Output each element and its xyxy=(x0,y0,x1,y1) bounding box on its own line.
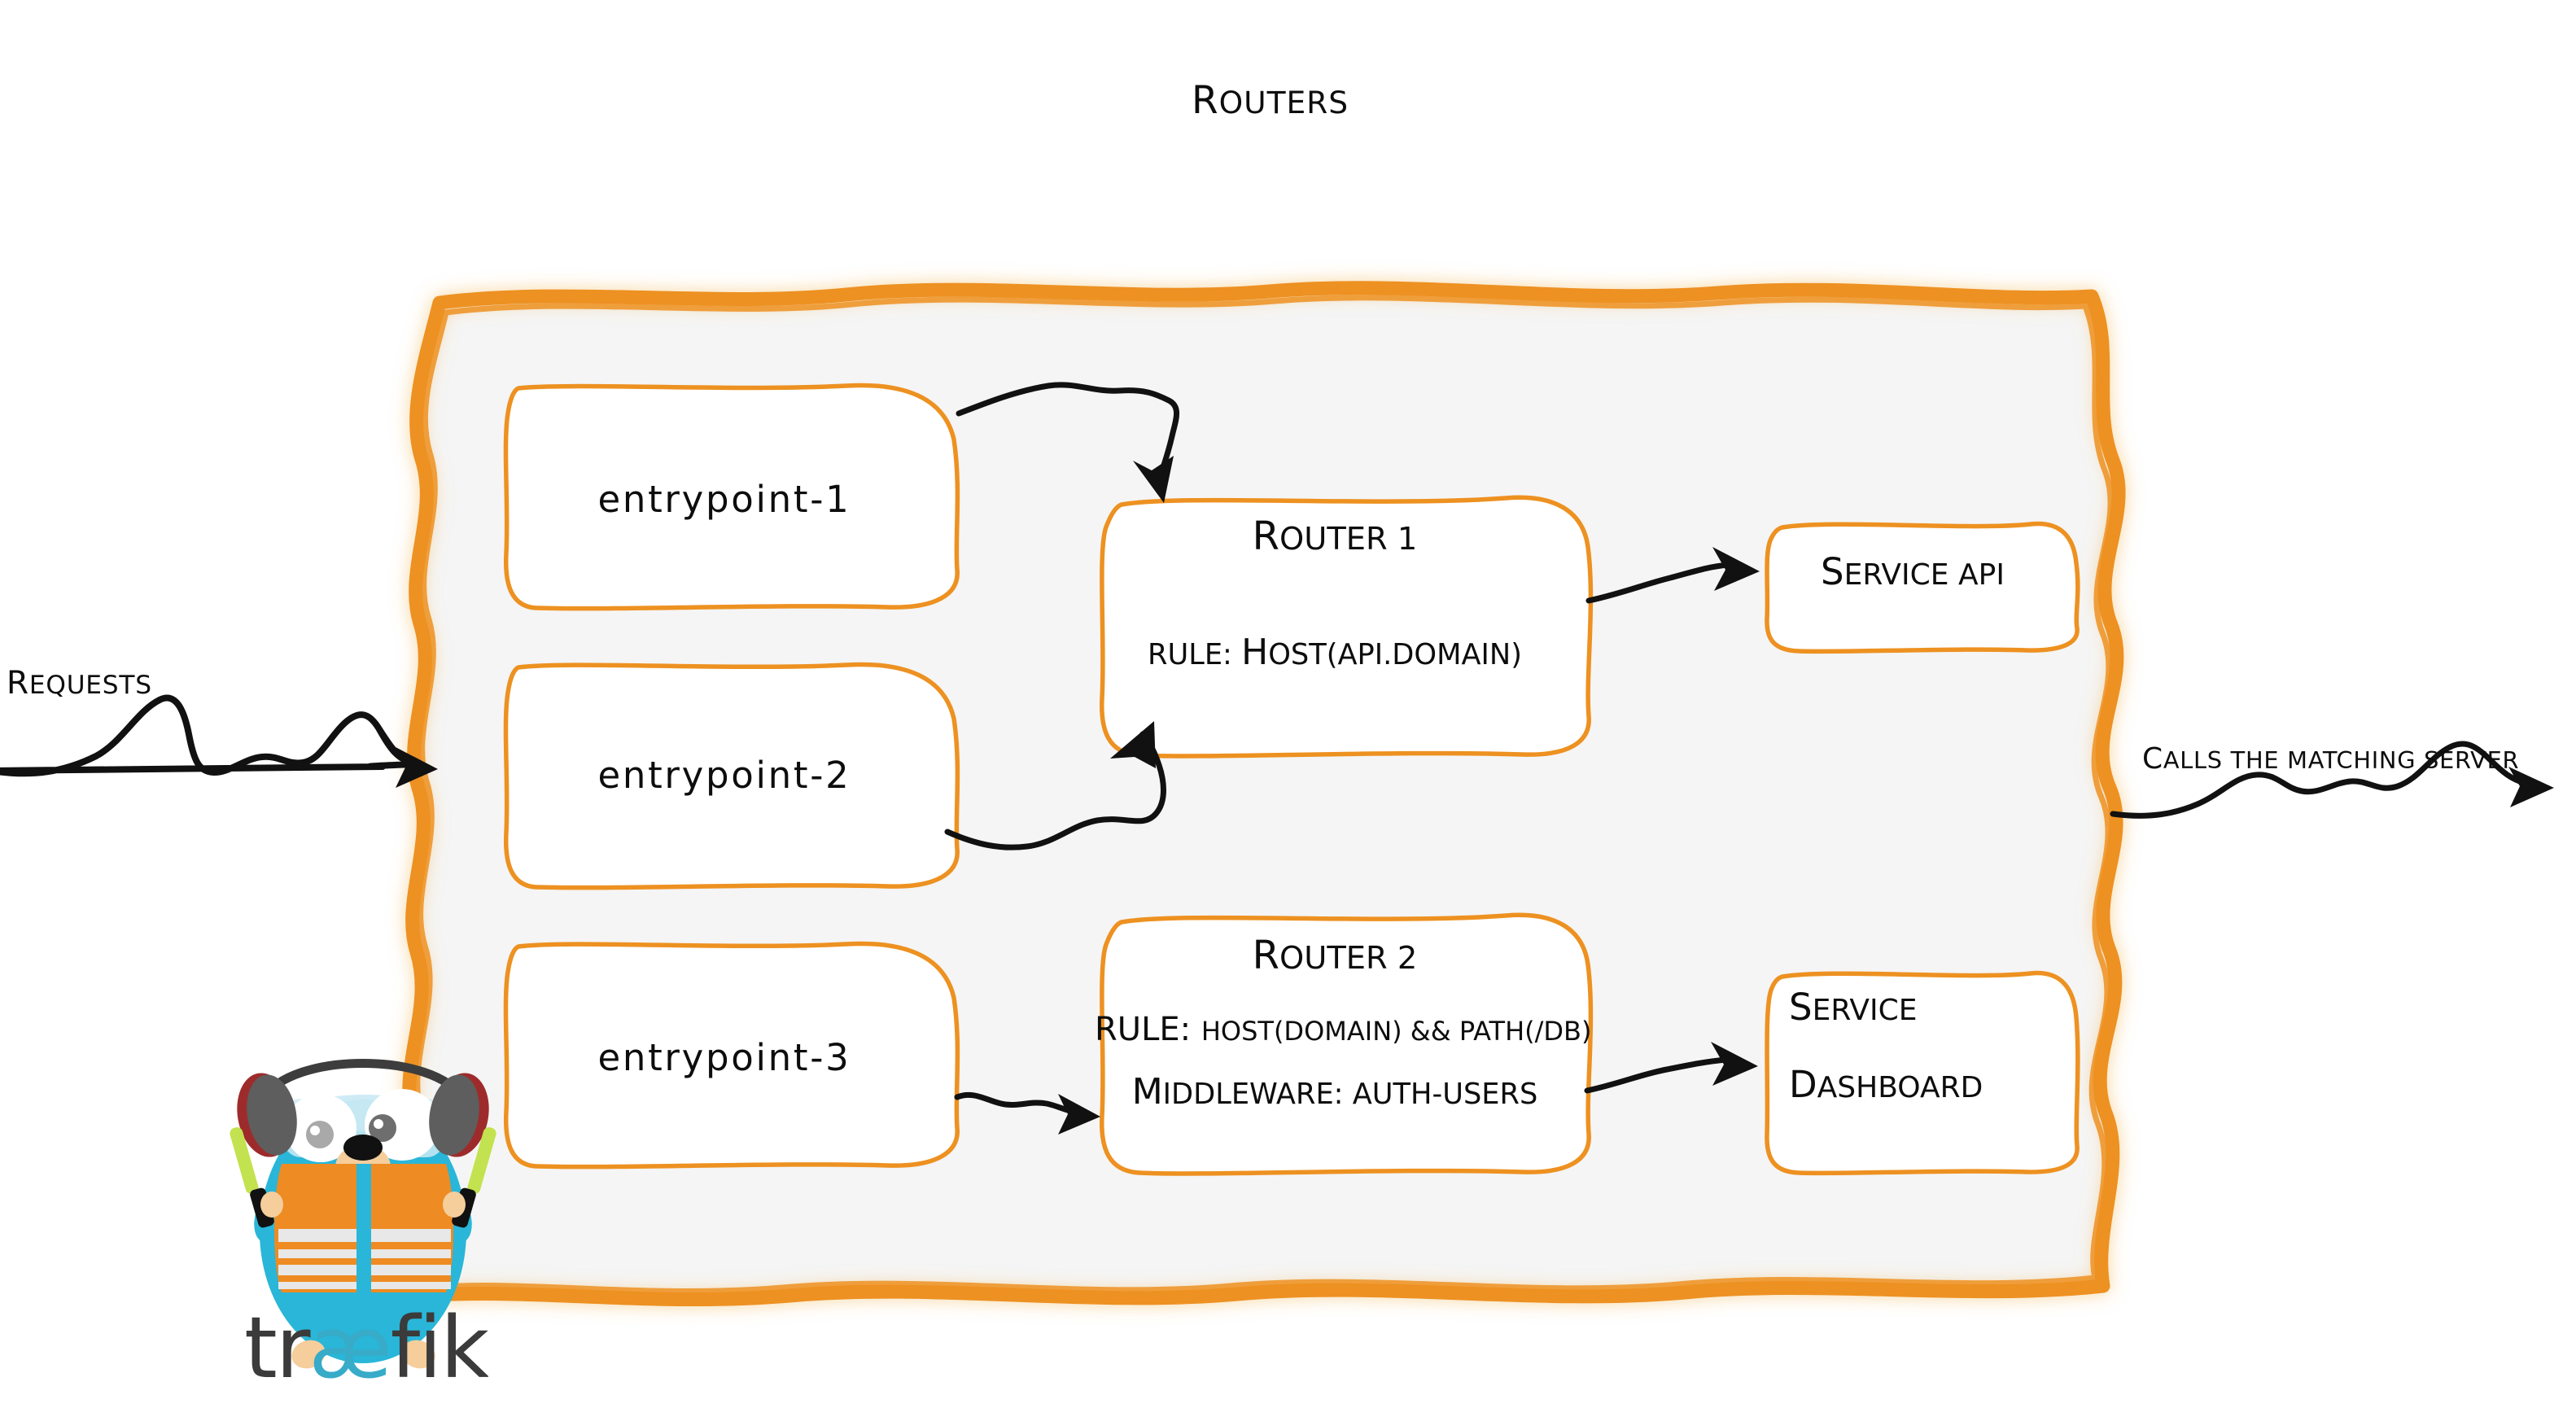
edge-entrypoint1-router1-arrowhead xyxy=(1133,456,1174,503)
routers-container-border xyxy=(402,281,2126,1307)
entrypoint-2-box[interactable] xyxy=(503,662,960,890)
incoming-requests-arrow xyxy=(0,694,438,788)
entrypoint-1-label: entrypoint-1 xyxy=(597,478,851,521)
page-title-lead: R xyxy=(1192,78,1219,123)
outgoing-call-label: CALLS THE MATCHING SERVER xyxy=(2142,745,2519,774)
incoming-requests-label: REQUESTS xyxy=(7,667,152,699)
router-2-middleware-rest: IDDLEWARE: AUTH-USERS xyxy=(1162,1078,1538,1111)
edge-router2-servicedashboard xyxy=(1584,1042,1758,1094)
edge-entrypoint3-router2 xyxy=(954,1091,1100,1135)
entrypoint-2-label: entrypoint-2 xyxy=(597,754,851,797)
router-1-title-rest: OUTER 1 xyxy=(1279,521,1418,558)
router-1-rule-prefix: RULE: xyxy=(1148,638,1242,671)
service-dashboard-lead1: S xyxy=(1789,986,1813,1029)
router-1-title: ROUTER 1 xyxy=(1107,517,1563,556)
service-dashboard-rest1: ERVICE xyxy=(1812,994,1918,1027)
incoming-label-rest: EQUESTS xyxy=(28,671,152,700)
traefik-wordmark-svg: træfik xyxy=(244,1298,491,1397)
router-2-middleware-lead: M xyxy=(1131,1071,1163,1113)
routers-container-border-sketch xyxy=(414,295,2114,1295)
router-2-box[interactable] xyxy=(1100,912,1594,1176)
incoming-label-lead: R xyxy=(7,665,29,702)
outgoing-call-arrow xyxy=(2110,741,2554,819)
wordmark-prefix: træfik xyxy=(244,1302,488,1397)
service-api-label: SERVICE API xyxy=(1766,553,2059,590)
edge-router2-servicedashboard-arrowhead xyxy=(1711,1042,1758,1086)
router-1-rule-args: OST(API.DOMAIN) xyxy=(1268,638,1522,671)
router-1-title-lead: R xyxy=(1252,514,1280,559)
router-2-rule-prefix: RULE: xyxy=(1095,1011,1201,1048)
router-2-title-rest: OUTER 2 xyxy=(1279,940,1418,977)
router-1-box[interactable] xyxy=(1100,495,1594,759)
outgoing-label-lead: C xyxy=(2142,742,2163,776)
router-2-rule-body: HOST(DOMAIN) && PATH(/DB) xyxy=(1201,1016,1592,1047)
entrypoint-3-box[interactable] xyxy=(503,941,960,1170)
edge-entrypoint2-router1-arrowhead xyxy=(1110,721,1156,768)
edge-router1-serviceapi-arrowhead xyxy=(1712,547,1760,591)
traefik-wordmark: træfik xyxy=(244,1298,491,1400)
edge-entrypoint1-router1 xyxy=(956,382,1179,503)
router-2-title: ROUTER 2 xyxy=(1107,936,1563,975)
service-dashboard-box[interactable] xyxy=(1765,970,2080,1176)
outgoing-label-rest: ALLS THE MATCHING SERVER xyxy=(2163,746,2520,774)
incoming-arrow-head xyxy=(396,747,438,788)
edge-entrypoint3-router2-arrowhead xyxy=(1058,1094,1100,1135)
router-1-rule: RULE: HOST(API.DOMAIN) xyxy=(1107,635,1563,671)
entrypoint-1-box[interactable] xyxy=(503,383,960,611)
router-2-rule: RULE: HOST(DOMAIN) && PATH(/DB) xyxy=(1095,1011,1591,1048)
page-title-rest: OUTERS xyxy=(1218,85,1349,120)
service-api-rest: ERVICE API xyxy=(1843,558,2005,592)
edge-router1-serviceapi xyxy=(1585,547,1760,604)
page-title: ROUTERS xyxy=(1192,81,1349,120)
service-api-lead: S xyxy=(1821,550,1844,593)
service-dashboard-label-line2: DASHBOARD xyxy=(1789,1066,2058,1103)
router-1-rule-fn: H xyxy=(1241,632,1269,673)
service-dashboard-lead2: D xyxy=(1789,1063,1817,1106)
entrypoint-3-label: entrypoint-3 xyxy=(597,1036,851,1079)
outgoing-arrow-head xyxy=(2508,767,2554,807)
service-dashboard-label-line1: SERVICE xyxy=(1789,989,2058,1025)
service-api-box[interactable] xyxy=(1765,521,2080,654)
router-2-title-lead: R xyxy=(1252,933,1280,978)
edge-entrypoint2-router1 xyxy=(944,721,1166,850)
service-dashboard-rest2: ASHBOARD xyxy=(1817,1071,1983,1104)
traefik-gopher-mascot xyxy=(230,1059,496,1369)
router-2-middleware: MIDDLEWARE: AUTH-USERS xyxy=(1095,1074,1575,1110)
